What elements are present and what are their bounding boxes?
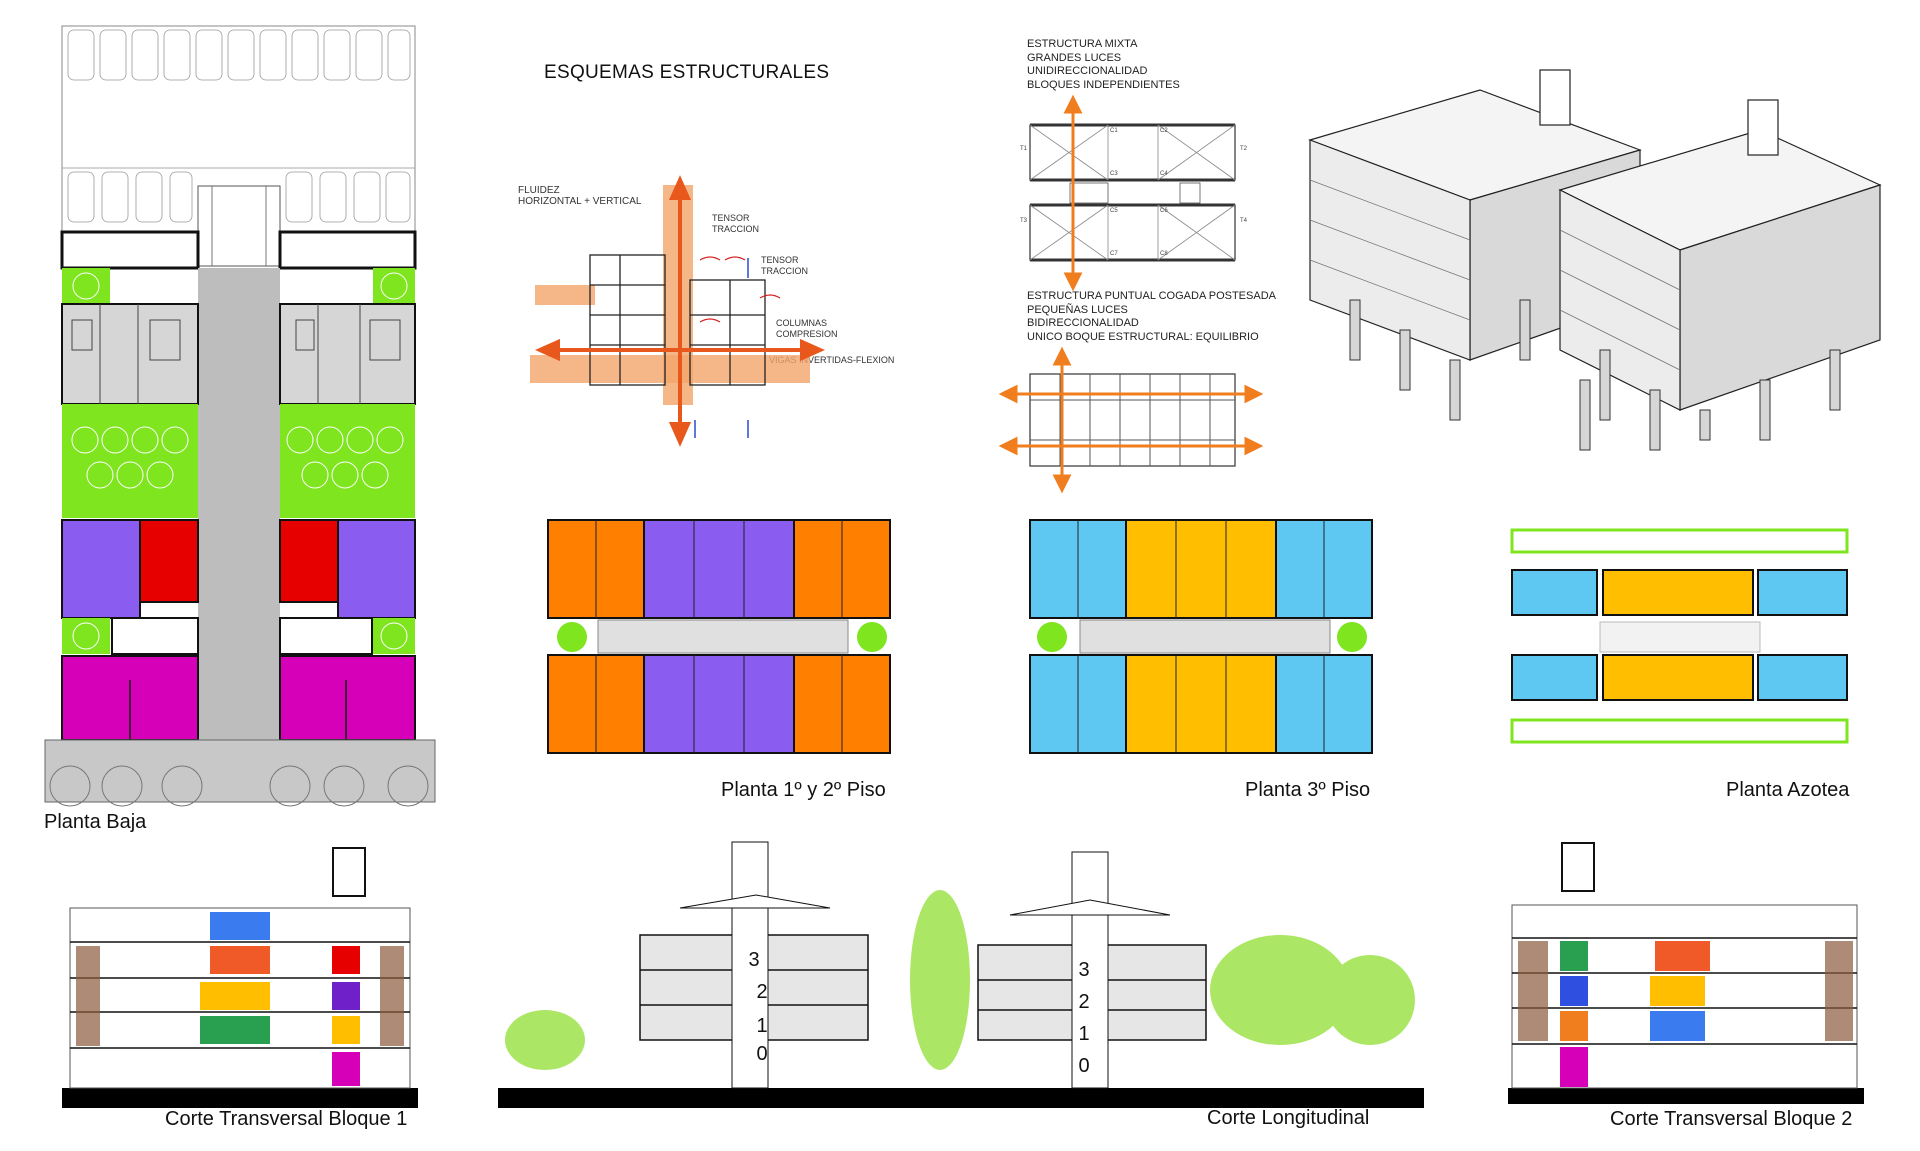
grid-tag: C1 — [1110, 128, 1118, 134]
planta-baja-label: Planta Baja — [44, 811, 147, 833]
note-columnas: COLUMNAS COMPRESION — [776, 318, 838, 339]
grid-tag: C4 — [1160, 171, 1168, 177]
level-3-block1: 3 — [748, 949, 759, 971]
grid-tag: C3 — [1110, 171, 1118, 177]
note-tensor-1: TENSOR TRACCION — [712, 213, 759, 234]
level-0-block2: 0 — [1078, 1055, 1089, 1077]
planta-azotea-label: Planta Azotea — [1726, 779, 1850, 801]
level-1-block1: 1 — [756, 1015, 767, 1037]
parking-cars-top — [67, 29, 411, 223]
level-2-block1: 2 — [756, 981, 767, 1003]
level-1-block2: 1 — [1078, 1023, 1089, 1045]
grid-tag: C7 — [1110, 251, 1118, 257]
grid-tag: T1 — [1020, 146, 1028, 152]
level-3-block2: 3 — [1078, 959, 1089, 981]
grid-tag: T4 — [1240, 218, 1248, 224]
diagram-title: ESQUEMAS ESTRUCTURALES — [544, 62, 830, 83]
corte-transversal-1-label: Corte Transversal Bloque 1 — [165, 1108, 408, 1130]
grid-tag: C8 — [1160, 251, 1168, 257]
level-2-block2: 2 — [1078, 991, 1089, 1013]
corte-longitudinal-label: Corte Longitudinal — [1207, 1107, 1370, 1129]
note-fluidez: FLUIDEZ HORIZONTAL + VERTICAL — [518, 185, 642, 207]
note-estructura-mixta: ESTRUCTURA MIXTA GRANDES LUCES UNIDIRECC… — [1027, 38, 1180, 91]
grid-tag: T3 — [1020, 218, 1028, 224]
corte-transversal-2-label: Corte Transversal Bloque 2 — [1610, 1108, 1853, 1130]
grid-tag: T2 — [1240, 146, 1248, 152]
grid-tag: C2 — [1160, 128, 1168, 134]
planta-1-2-label: Planta 1º y 2º Piso — [721, 779, 886, 801]
note-estructura-puntual: ESTRUCTURA PUNTUAL COGADA POSTESADA PEQU… — [1027, 290, 1276, 343]
planta-3-label: Planta 3º Piso — [1245, 779, 1371, 801]
note-tensor-2: TENSOR TRACCION — [761, 255, 808, 276]
grid-tag: C6 — [1160, 208, 1168, 214]
level-0-block1: 0 — [756, 1043, 767, 1065]
grid-tag: C5 — [1110, 208, 1118, 214]
